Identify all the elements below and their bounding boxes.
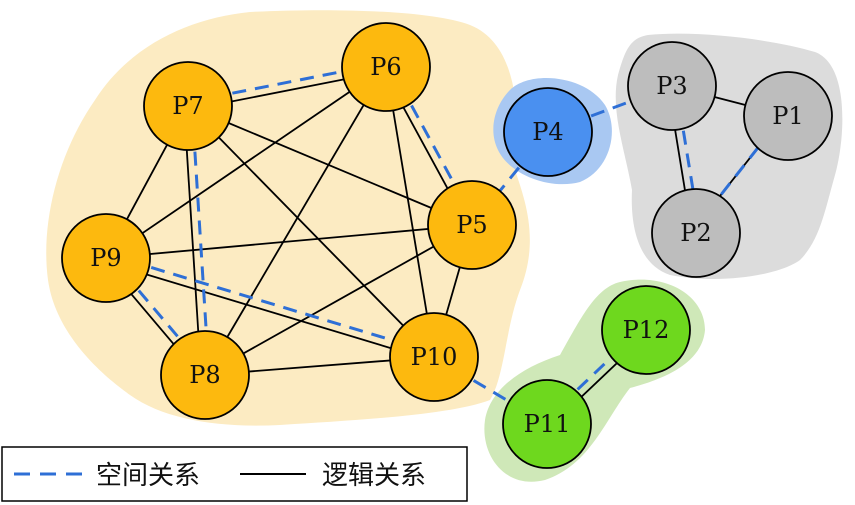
node-p11: P11 [502,379,592,469]
node-label: P11 [524,410,571,438]
node-label: P7 [172,92,203,120]
node-label: P9 [90,244,121,272]
node-p10: P10 [389,312,479,402]
logical-edge-p6-p8 [204,66,387,376]
logical-edge-p6-p10 [385,66,435,358]
node-p7: P7 [143,61,233,151]
node-circle [651,188,741,278]
node-label: P12 [623,316,670,344]
node-p6: P6 [341,22,431,112]
node-label: P4 [532,118,563,146]
node-label: P8 [189,361,220,389]
legend-logical-label: 逻辑关系 [322,461,426,491]
node-circle [503,87,593,177]
node-circle [601,285,691,375]
node-circle [502,379,592,469]
node-p12: P12 [601,285,691,375]
node-p2: P2 [651,188,741,278]
spatial-edge-p9-p10 [106,252,436,355]
node-circle [61,213,151,303]
node-circle [627,41,717,131]
node-label: P1 [772,102,803,130]
node-circle [341,22,431,112]
node-circle [743,71,833,161]
node-label: P3 [656,72,687,100]
node-circle [143,61,233,151]
logical-edge-p9-p10 [104,260,434,362]
legend-spatial-label: 空间关系 [96,461,200,491]
node-p5: P5 [427,180,517,270]
node-circle [389,312,479,402]
node-p9: P9 [61,213,151,303]
logical-edge-p5-p9 [105,224,473,259]
node-p8: P8 [160,330,250,420]
node-p3: P3 [627,41,717,131]
logical-edge-p5-p8 [204,224,473,376]
legend: 空间关系 逻辑关系 [1,446,468,502]
node-circle [160,330,250,420]
node-label: P6 [370,53,401,81]
node-circle [427,180,517,270]
logical-edge-p6-p9 [105,66,387,259]
node-p1: P1 [743,71,833,161]
logical-edge-p7-p8 [183,106,202,376]
logical-edge-p7-p10 [187,105,435,358]
node-label: P10 [411,343,458,371]
node-p4: P4 [503,87,593,177]
logical-edge-p7-p5 [187,105,473,226]
node-label: P5 [456,211,487,239]
node-label: P2 [680,219,711,247]
